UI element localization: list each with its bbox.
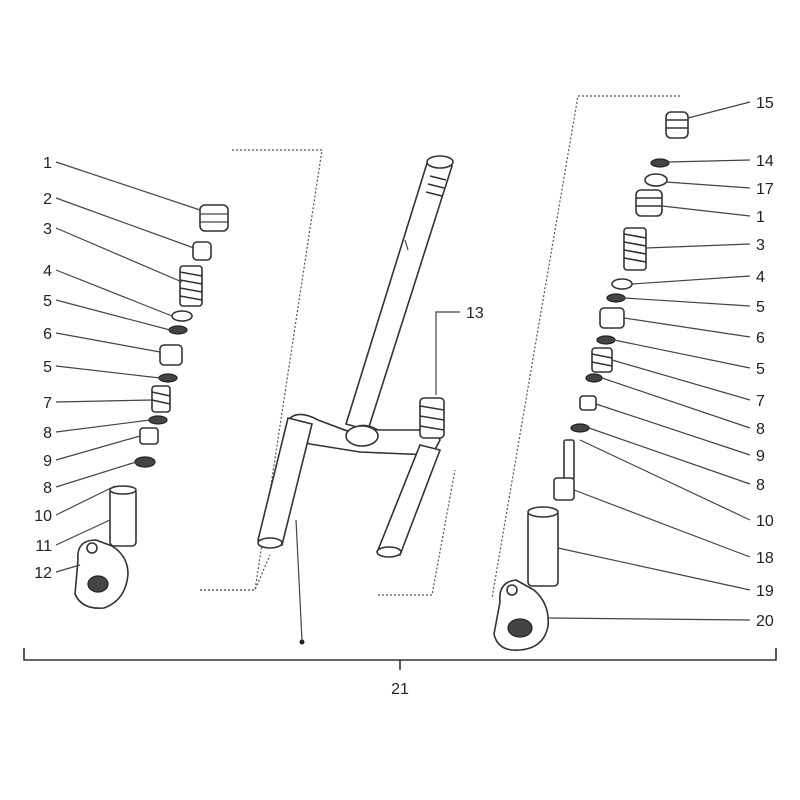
right-callout-label: 4 xyxy=(756,269,765,286)
left-part-3-spring xyxy=(179,265,203,307)
left-callout-label: 4 xyxy=(43,263,52,280)
left-callout-label: 5 xyxy=(43,359,52,376)
center-pointer-dot xyxy=(299,639,305,645)
right-part-20-hub xyxy=(493,579,550,651)
left-part-7-spring xyxy=(151,385,171,413)
right-callout-label: 9 xyxy=(756,448,765,465)
left-part-4-ring xyxy=(171,310,193,322)
left-part-9-bush xyxy=(139,427,159,445)
right-leg-frame xyxy=(491,95,680,599)
steering-tube xyxy=(344,155,454,431)
right-callout-label: 6 xyxy=(756,330,765,347)
right-part-9-bush xyxy=(579,395,597,411)
left-callout-label: 10 xyxy=(34,508,52,525)
left-callout-label: 11 xyxy=(35,538,52,555)
right-callout-label: 7 xyxy=(756,393,765,410)
left-fork-slider xyxy=(257,417,313,549)
right-part-7-spring xyxy=(591,347,613,373)
center-fork-assembly xyxy=(200,155,460,645)
right-part-8b-ring xyxy=(570,423,590,433)
right-part-5b-washer xyxy=(596,335,616,345)
left-part-5-washer xyxy=(168,325,188,335)
right-part-19-tube xyxy=(527,506,559,587)
left-part-1-cap xyxy=(199,204,229,232)
center-leader-13 xyxy=(435,311,460,395)
right-callout-label: 10 xyxy=(756,513,774,530)
assembly-bracket xyxy=(23,648,777,670)
right-callout-label: 1 xyxy=(756,209,765,226)
left-callout-label: 6 xyxy=(43,326,52,343)
right-callout-label: 18 xyxy=(756,550,774,567)
right-part-3-spring xyxy=(623,227,647,271)
left-callout-labels: 1 2 3 4 5 6 5 7 8 9 8 10 11 12 xyxy=(34,155,52,582)
left-part-6-bush xyxy=(159,344,183,366)
right-part-17-ring xyxy=(644,173,668,187)
right-callout-label: 3 xyxy=(756,237,765,254)
left-callout-label: 9 xyxy=(43,453,52,470)
right-callout-label: 17 xyxy=(756,181,774,198)
right-part-4-ring xyxy=(611,278,633,290)
left-leg-frame xyxy=(200,149,323,591)
left-leader-lines xyxy=(55,161,201,573)
center-frame-right xyxy=(378,469,456,596)
left-part-8b-ring xyxy=(134,456,156,468)
left-callout-label: 5 xyxy=(43,293,52,310)
right-part-8-ring xyxy=(585,373,603,383)
left-part-10-tube xyxy=(109,485,137,547)
right-part-6-bush xyxy=(599,307,625,329)
left-callout-label: 8 xyxy=(43,480,52,497)
left-callout-label: 7 xyxy=(43,395,52,412)
left-callout-label: 8 xyxy=(43,425,52,442)
right-part-5-washer xyxy=(606,293,626,303)
left-callout-label: 1 xyxy=(43,155,52,172)
right-part-1-cap xyxy=(635,189,663,217)
right-callout-label: 8 xyxy=(756,477,765,494)
right-leader-lines xyxy=(547,101,751,621)
right-fork-slider xyxy=(376,397,445,558)
center-leader-dot xyxy=(295,519,303,641)
left-callout-label: 2 xyxy=(43,191,52,208)
assembly-callout-label: 21 xyxy=(391,681,409,698)
center-callout-label: 13 xyxy=(466,305,484,322)
left-part-5b-washer xyxy=(158,373,178,383)
right-callout-label: 8 xyxy=(756,421,765,438)
left-fork-leg xyxy=(74,149,323,610)
right-callout-label: 5 xyxy=(756,361,765,378)
right-callout-label: 20 xyxy=(756,613,774,630)
right-callout-label: 19 xyxy=(756,583,774,600)
right-callout-label: 5 xyxy=(756,299,765,316)
right-fork-leg xyxy=(491,95,689,651)
left-callout-label: 12 xyxy=(34,565,52,582)
left-part-8-ring xyxy=(148,415,168,425)
right-callout-label: 15 xyxy=(756,95,774,112)
left-part-2-bush xyxy=(192,241,212,261)
left-callout-label: 3 xyxy=(43,221,52,238)
right-callout-labels: 15 14 17 1 3 4 5 6 5 7 8 9 8 10 18 19 20 xyxy=(756,95,774,630)
right-part-18-rod xyxy=(553,439,575,501)
right-part-14-washer xyxy=(650,158,670,168)
left-part-12-hub xyxy=(74,539,129,610)
center-frame-left xyxy=(200,554,271,591)
right-callout-label: 14 xyxy=(756,153,774,170)
right-part-15-cap xyxy=(665,111,689,139)
